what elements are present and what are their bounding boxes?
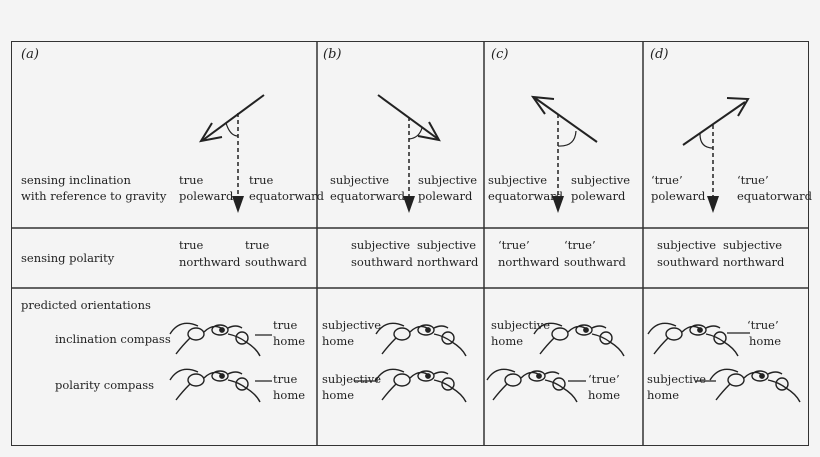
d-incl-right-1: ‘true’: [737, 173, 769, 187]
c-incl-compass-2: home: [491, 334, 524, 348]
d-pol-compass-2: home: [647, 388, 680, 402]
b-pol-right-1: subjective: [417, 238, 477, 252]
row-label-inclination-1: sensing inclination: [21, 173, 131, 187]
row-label-polarity: sensing polarity: [21, 251, 115, 265]
b-pol-compass-1: subjective: [322, 372, 382, 386]
d-incl-left-1: ‘true’: [651, 173, 683, 187]
b-pol-compass-2: home: [322, 388, 355, 402]
c-incl-compass-1: subjective: [491, 318, 551, 332]
a-incl-compass-1: true: [273, 318, 298, 332]
d-incl-compass-2: home: [749, 334, 782, 348]
a-pol-compass-2: home: [273, 388, 306, 402]
panel-a-gravity-arrowhead: [232, 196, 244, 213]
d-incl-compass-1: ‘true’: [747, 318, 779, 332]
b-incl-left-1: subjective: [330, 173, 390, 187]
panel-b-label: (b): [323, 47, 342, 62]
a-incl-left-2: poleward: [179, 189, 234, 203]
panel-c-label: (c): [491, 47, 509, 62]
c-pol-compass-2: home: [588, 388, 621, 402]
d-pol-compass-1: subjective: [647, 372, 707, 386]
d-incl-left-2: poleward: [651, 189, 706, 203]
a-incl-compass-2: home: [273, 334, 306, 348]
a-pol-compass-1: true: [273, 372, 298, 386]
c-pol-compass-1: ‘true’: [588, 372, 620, 386]
c-pol-left-2: northward: [498, 255, 560, 269]
panel-d-gravity-arrowhead: [707, 196, 719, 213]
d-pol-left-1: subjective: [657, 238, 717, 252]
b-incl-left-2: equatorward: [330, 189, 406, 203]
a-incl-left-1: true: [179, 173, 204, 187]
b-incl-right-2: poleward: [418, 189, 473, 203]
c-pol-right-1: ‘true’: [564, 238, 596, 252]
a-incl-right-1: true: [249, 173, 274, 187]
c-pol-left-1: ‘true’: [498, 238, 530, 252]
d-pol-right-1: subjective: [723, 238, 783, 252]
a-pol-left-1: true: [179, 238, 204, 252]
row-label-polarity-compass: polarity compass: [55, 378, 155, 392]
c-incl-left-1: subjective: [488, 173, 548, 187]
d-pol-left-2: southward: [657, 255, 719, 269]
panel-a-arrows: [198, 94, 265, 200]
row-label-inclination-2: with reference to gravity: [21, 189, 167, 203]
b-incl-compass-2: home: [322, 334, 355, 348]
d-pol-right-2: northward: [723, 255, 785, 269]
panel-d-arrows: [682, 97, 750, 200]
b-incl-right-1: subjective: [418, 173, 478, 187]
c-incl-right-2: poleward: [571, 189, 626, 203]
b-pol-left-1: subjective: [351, 238, 411, 252]
row-label-predicted: predicted orientations: [21, 298, 151, 312]
home-lines: [255, 332, 750, 382]
panel-b-arrows: [377, 94, 441, 200]
c-incl-right-1: subjective: [571, 173, 631, 187]
panel-c-arrows: [530, 95, 598, 200]
grid-lines: [11, 41, 809, 446]
panel-c-gravity-arrowhead: [552, 196, 564, 213]
panel-b-gravity-arrowhead: [403, 196, 415, 213]
row-label-inclination-compass: inclination compass: [55, 332, 171, 346]
a-incl-right-2: equatorward: [249, 189, 325, 203]
panel-a-label: (a): [21, 47, 39, 62]
b-pol-right-2: northward: [417, 255, 479, 269]
b-pol-left-2: southward: [351, 255, 413, 269]
c-incl-left-2: equatorward: [488, 189, 564, 203]
a-pol-right-1: true: [245, 238, 270, 252]
a-pol-left-2: northward: [179, 255, 241, 269]
c-pol-right-2: southward: [564, 255, 626, 269]
panel-d-label: (d): [650, 47, 669, 62]
a-pol-right-2: southward: [245, 255, 307, 269]
d-incl-right-2: equatorward: [737, 189, 813, 203]
b-incl-compass-1: subjective: [322, 318, 382, 332]
